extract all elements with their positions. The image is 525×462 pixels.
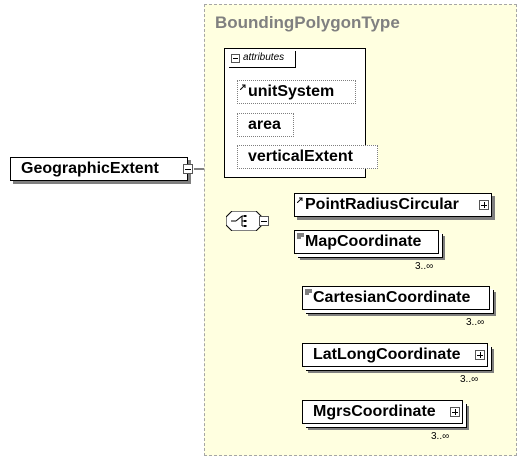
- element-pointradiuscircular[interactable]: PointRadiusCircular: [294, 193, 492, 217]
- attributes-header-label: attributes: [243, 52, 285, 63]
- element-label: PointRadiusCircular: [305, 196, 459, 213]
- element-mgrscoordinate[interactable]: MgrsCoordinate: [302, 400, 463, 424]
- choice-compositor-icon: [225, 210, 263, 232]
- element-mapcoordinate[interactable]: MapCoordinate: [294, 230, 439, 254]
- content-model-icon: [305, 289, 312, 295]
- element-label: CartesianCoordinate: [313, 289, 471, 306]
- attribute-verticalextent[interactable]: verticalExtent: [237, 145, 378, 169]
- type-title: BoundingPolygonType: [215, 13, 400, 32]
- cardinality-label: 3..∞: [431, 431, 450, 442]
- cardinality-label: 3..∞: [460, 374, 479, 385]
- cardinality-label: 3..∞: [415, 261, 434, 272]
- expand-icon[interactable]: [475, 350, 485, 360]
- choice-compositor[interactable]: [225, 210, 269, 232]
- attribute-area[interactable]: area: [237, 113, 294, 137]
- element-latlongcoordinate[interactable]: LatLongCoordinate: [302, 343, 488, 367]
- attribute-label: verticalExtent: [248, 148, 353, 165]
- element-label: MgrsCoordinate: [313, 403, 436, 420]
- reference-arrow-icon: [240, 84, 246, 90]
- cardinality-label: 3..∞: [466, 317, 485, 328]
- element-label: LatLongCoordinate: [313, 346, 461, 363]
- element-label: MapCoordinate: [305, 233, 422, 250]
- expand-icon[interactable]: [479, 200, 489, 210]
- collapse-icon[interactable]: [259, 216, 269, 226]
- collapse-icon[interactable]: [183, 164, 193, 174]
- element-cartesiancoordinate[interactable]: CartesianCoordinate: [302, 286, 490, 310]
- attribute-label: unitSystem: [248, 83, 335, 100]
- attributes-header[interactable]: attributes: [229, 51, 296, 68]
- attribute-label: area: [248, 116, 281, 133]
- collapse-icon[interactable]: [231, 54, 240, 63]
- content-model-icon: [297, 233, 304, 239]
- expand-icon[interactable]: [450, 407, 460, 417]
- reference-arrow-icon: [297, 197, 303, 203]
- root-element-label: GeographicExtent: [21, 160, 159, 177]
- attribute-unitsystem[interactable]: unitSystem: [237, 80, 356, 104]
- root-element-geographicextent[interactable]: GeographicExtent: [10, 157, 193, 181]
